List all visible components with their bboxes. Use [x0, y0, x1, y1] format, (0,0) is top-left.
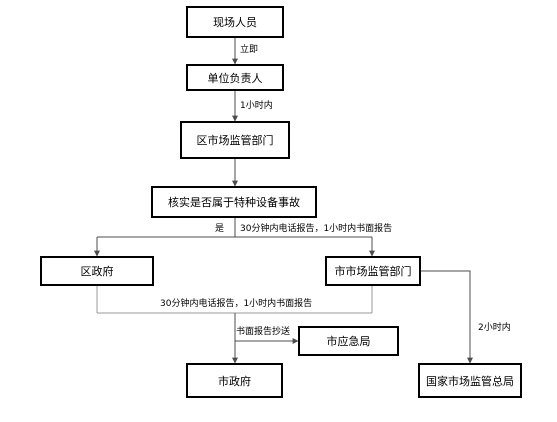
- arrow-city-dept-to-national: [421, 270, 473, 364]
- node-verify-accident: 核实是否属于特种设备事故: [151, 186, 317, 218]
- node-city-gov: 市政府: [186, 363, 283, 398]
- node-national-market-admin-label: 国家市场监管总局: [426, 374, 514, 388]
- node-district-gov: 区政府: [40, 256, 154, 286]
- node-city-emergency: 市应急局: [298, 326, 399, 356]
- edge-label-immediately: 立即: [240, 45, 259, 55]
- edge-label-within-1-hour: 1小时内: [240, 101, 273, 111]
- node-district-market-dept-label: 区市场监管部门: [196, 134, 274, 147]
- node-district-market-dept: 区市场监管部门: [180, 121, 290, 159]
- node-city-market-dept-label: 市市场监管部门: [334, 265, 412, 278]
- node-city-gov-label: 市政府: [218, 374, 251, 388]
- node-city-emergency-label: 市应急局: [326, 335, 371, 348]
- node-unit-head: 单位负责人: [186, 64, 284, 91]
- edge-label-yes: 是: [215, 224, 225, 234]
- edge-label-written-copy: 书面报告抄送: [236, 327, 291, 337]
- node-unit-head-label: 单位负责人: [207, 71, 263, 85]
- node-city-market-dept: 市市场监管部门: [325, 256, 421, 286]
- edge-label-report-to-city-dept: 30分钟内电话报告，1小时内书面报告: [240, 224, 393, 234]
- node-onsite-staff-label: 现场人员: [213, 16, 257, 29]
- node-district-gov-label: 区政府: [80, 265, 114, 278]
- node-verify-accident-label: 核实是否属于特种设备事故: [168, 196, 300, 209]
- node-onsite-staff: 现场人员: [186, 6, 284, 38]
- edge-label-within-2-hours: 2小时内: [478, 323, 511, 333]
- edge-label-report-to-city-gov: 30分钟内电话报告，1小时内书面报告: [160, 299, 313, 309]
- node-national-market-admin: 国家市场监管总局: [418, 363, 522, 398]
